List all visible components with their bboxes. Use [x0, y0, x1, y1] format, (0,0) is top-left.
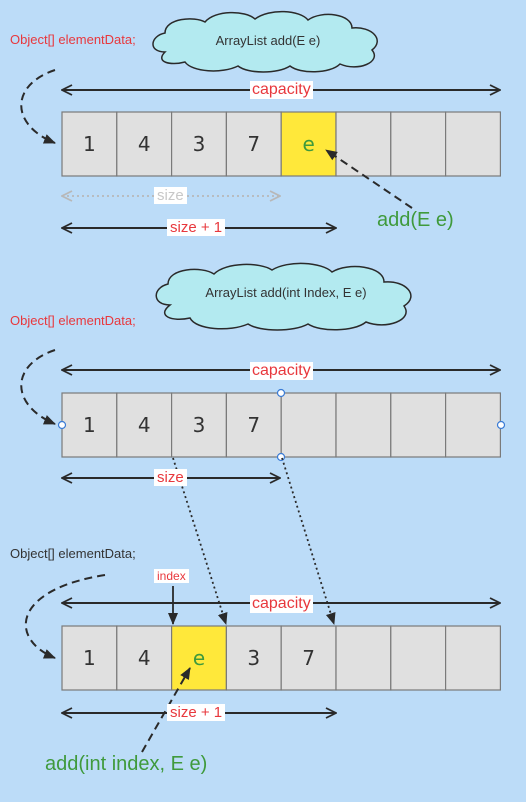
capacity-label-add: capacity: [250, 81, 313, 99]
array-cell: [445, 111, 502, 177]
index-label: index: [154, 569, 189, 583]
pointer-arrow-after: [24, 574, 106, 659]
array-cell-value: 4: [138, 132, 151, 156]
array-cell: [171, 392, 228, 458]
array-cell: [445, 392, 502, 458]
selection-handle-bottom[interactable]: [276, 452, 286, 462]
shift-arrow-7: [281, 457, 336, 625]
array-cell: [335, 111, 392, 177]
array-cell: [335, 392, 392, 458]
array-cell: [335, 625, 392, 691]
method-label-add: add(E e): [377, 209, 454, 231]
array-cell-value: 4: [138, 646, 151, 670]
array-cell-value: 7: [302, 646, 315, 670]
array-cell: [171, 111, 228, 177]
array-cell-value: 3: [247, 646, 260, 670]
array-cells-insert-before: 1 4 3 7: [61, 392, 502, 458]
array-cell: [225, 625, 282, 691]
selection-handle-top[interactable]: [276, 388, 286, 398]
array-cell-value: 7: [247, 413, 260, 437]
array-cells-insert-after: 1 4 e 3 7: [61, 625, 502, 691]
array-cell-value: 4: [138, 413, 151, 437]
array-cell-value: 3: [193, 413, 206, 437]
array-cell-value: e: [193, 646, 205, 670]
array-cell: [61, 111, 118, 177]
array-cell-value: e: [302, 132, 314, 156]
shift-arrow-3: [172, 457, 228, 625]
array-cell: [390, 111, 447, 177]
array-cell-value: 1: [83, 413, 96, 437]
array-cell: [280, 625, 337, 691]
cloud-label-add: ArrayList add(E e): [215, 33, 321, 48]
capacity-label-insert: capacity: [250, 362, 313, 380]
array-cell: [445, 625, 502, 691]
capacity-label-after: capacity: [250, 595, 313, 613]
size-label-faded: size: [154, 187, 187, 204]
array-cell: [390, 392, 447, 458]
array-cell: [116, 625, 173, 691]
array-cell-value: 7: [247, 132, 260, 156]
cloud-shape-add: [152, 10, 378, 73]
cloud-shape-insert: [155, 262, 412, 331]
array-cell: [280, 392, 337, 458]
array-cell-value: 1: [83, 132, 96, 156]
array-cell: [390, 625, 447, 691]
selection-handle-left[interactable]: [57, 420, 67, 430]
array-cell: [116, 111, 173, 177]
array-cell-value: 3: [193, 132, 206, 156]
method-arrow-insert: [141, 667, 191, 753]
size-plus-label-after: size + 1: [167, 704, 226, 721]
array-cells-add: 1 4 3 7 e: [61, 111, 502, 177]
pointer-arrow-insert: [20, 349, 56, 425]
method-label-insert: add(int index, E e): [45, 753, 208, 775]
element-data-label-after: Object[] elementData;: [10, 546, 136, 561]
selection-handle-right[interactable]: [496, 420, 506, 430]
element-data-label-insert: Object[] elementData;: [10, 313, 136, 328]
element-data-label-add: Object[] elementData;: [10, 32, 136, 47]
cloud-label-insert: ArrayList add(int Index, E e): [205, 285, 367, 300]
method-arrow-add: [325, 149, 413, 209]
size-label-insert: size: [154, 469, 187, 486]
pointer-arrow-add: [20, 69, 56, 144]
size-plus-label-add: size + 1: [167, 219, 226, 236]
array-cell: [61, 392, 118, 458]
array-cell-value: 1: [83, 646, 96, 670]
